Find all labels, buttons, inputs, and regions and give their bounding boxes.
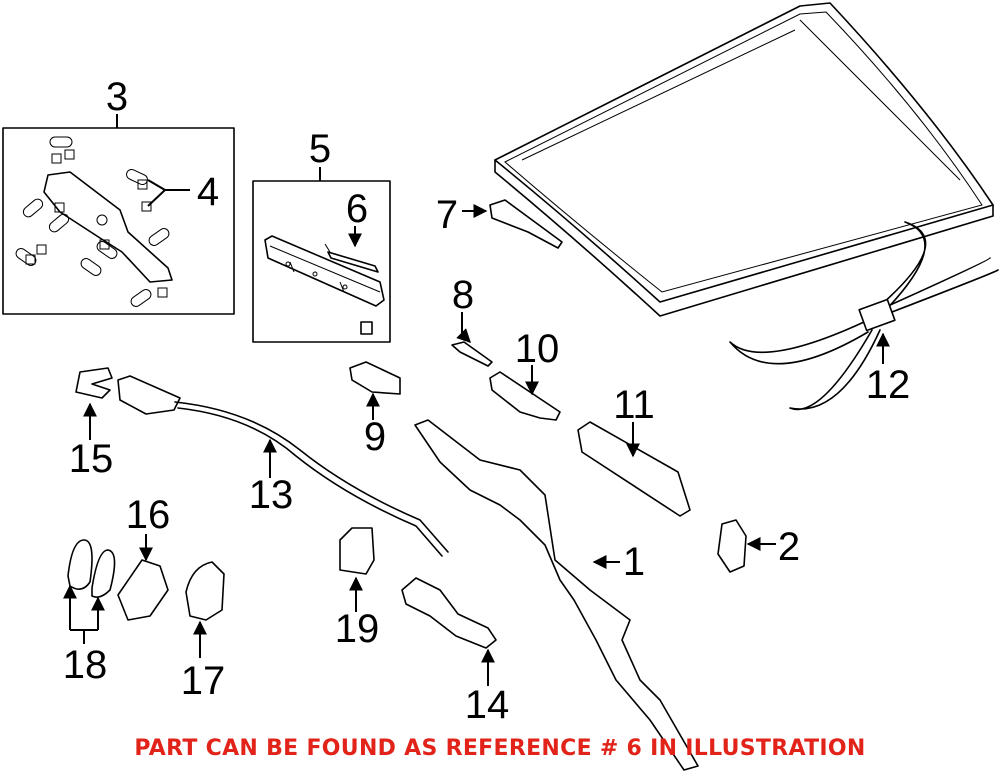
callout-5: 5 — [309, 127, 331, 171]
callout-17: 17 — [181, 659, 226, 703]
part-13 — [117, 375, 449, 557]
callout-3: 3 — [106, 75, 128, 119]
part-5-group — [252, 167, 391, 343]
part-12 — [729, 221, 999, 411]
part-7 — [489, 199, 563, 249]
part-11 — [577, 421, 691, 517]
callout-13: 13 — [249, 473, 294, 517]
part-15 — [75, 367, 113, 399]
reference-note: PART CAN BE FOUND AS REFERENCE # 6 IN IL… — [134, 736, 866, 761]
part-17 — [185, 561, 225, 621]
callout-16: 16 — [126, 493, 171, 537]
part-10 — [489, 371, 561, 421]
callout-19: 19 — [335, 607, 380, 651]
part-3-group — [2, 114, 235, 315]
callout-4: 4 — [197, 170, 219, 214]
leader-lines — [63, 179, 890, 686]
part-2 — [717, 519, 747, 573]
callout-15: 15 — [69, 437, 114, 481]
roof-panel — [494, 2, 994, 317]
part-18 — [67, 539, 116, 598]
callout-14: 14 — [465, 683, 510, 727]
part-19 — [339, 527, 375, 575]
part-16 — [117, 559, 169, 621]
part-1 — [414, 419, 699, 771]
callout-11: 11 — [613, 383, 655, 427]
part-9 — [349, 361, 401, 395]
callout-6: 6 — [346, 187, 368, 231]
callout-10: 10 — [515, 327, 560, 371]
callout-8: 8 — [452, 273, 474, 317]
callout-7: 7 — [436, 193, 458, 237]
callout-2: 2 — [778, 525, 800, 569]
callout-12: 12 — [866, 363, 911, 407]
callout-9: 9 — [364, 415, 386, 459]
part-14 — [401, 577, 497, 649]
part-8 — [451, 341, 493, 367]
callout-1: 1 — [623, 540, 645, 584]
callout-18: 18 — [63, 643, 108, 687]
